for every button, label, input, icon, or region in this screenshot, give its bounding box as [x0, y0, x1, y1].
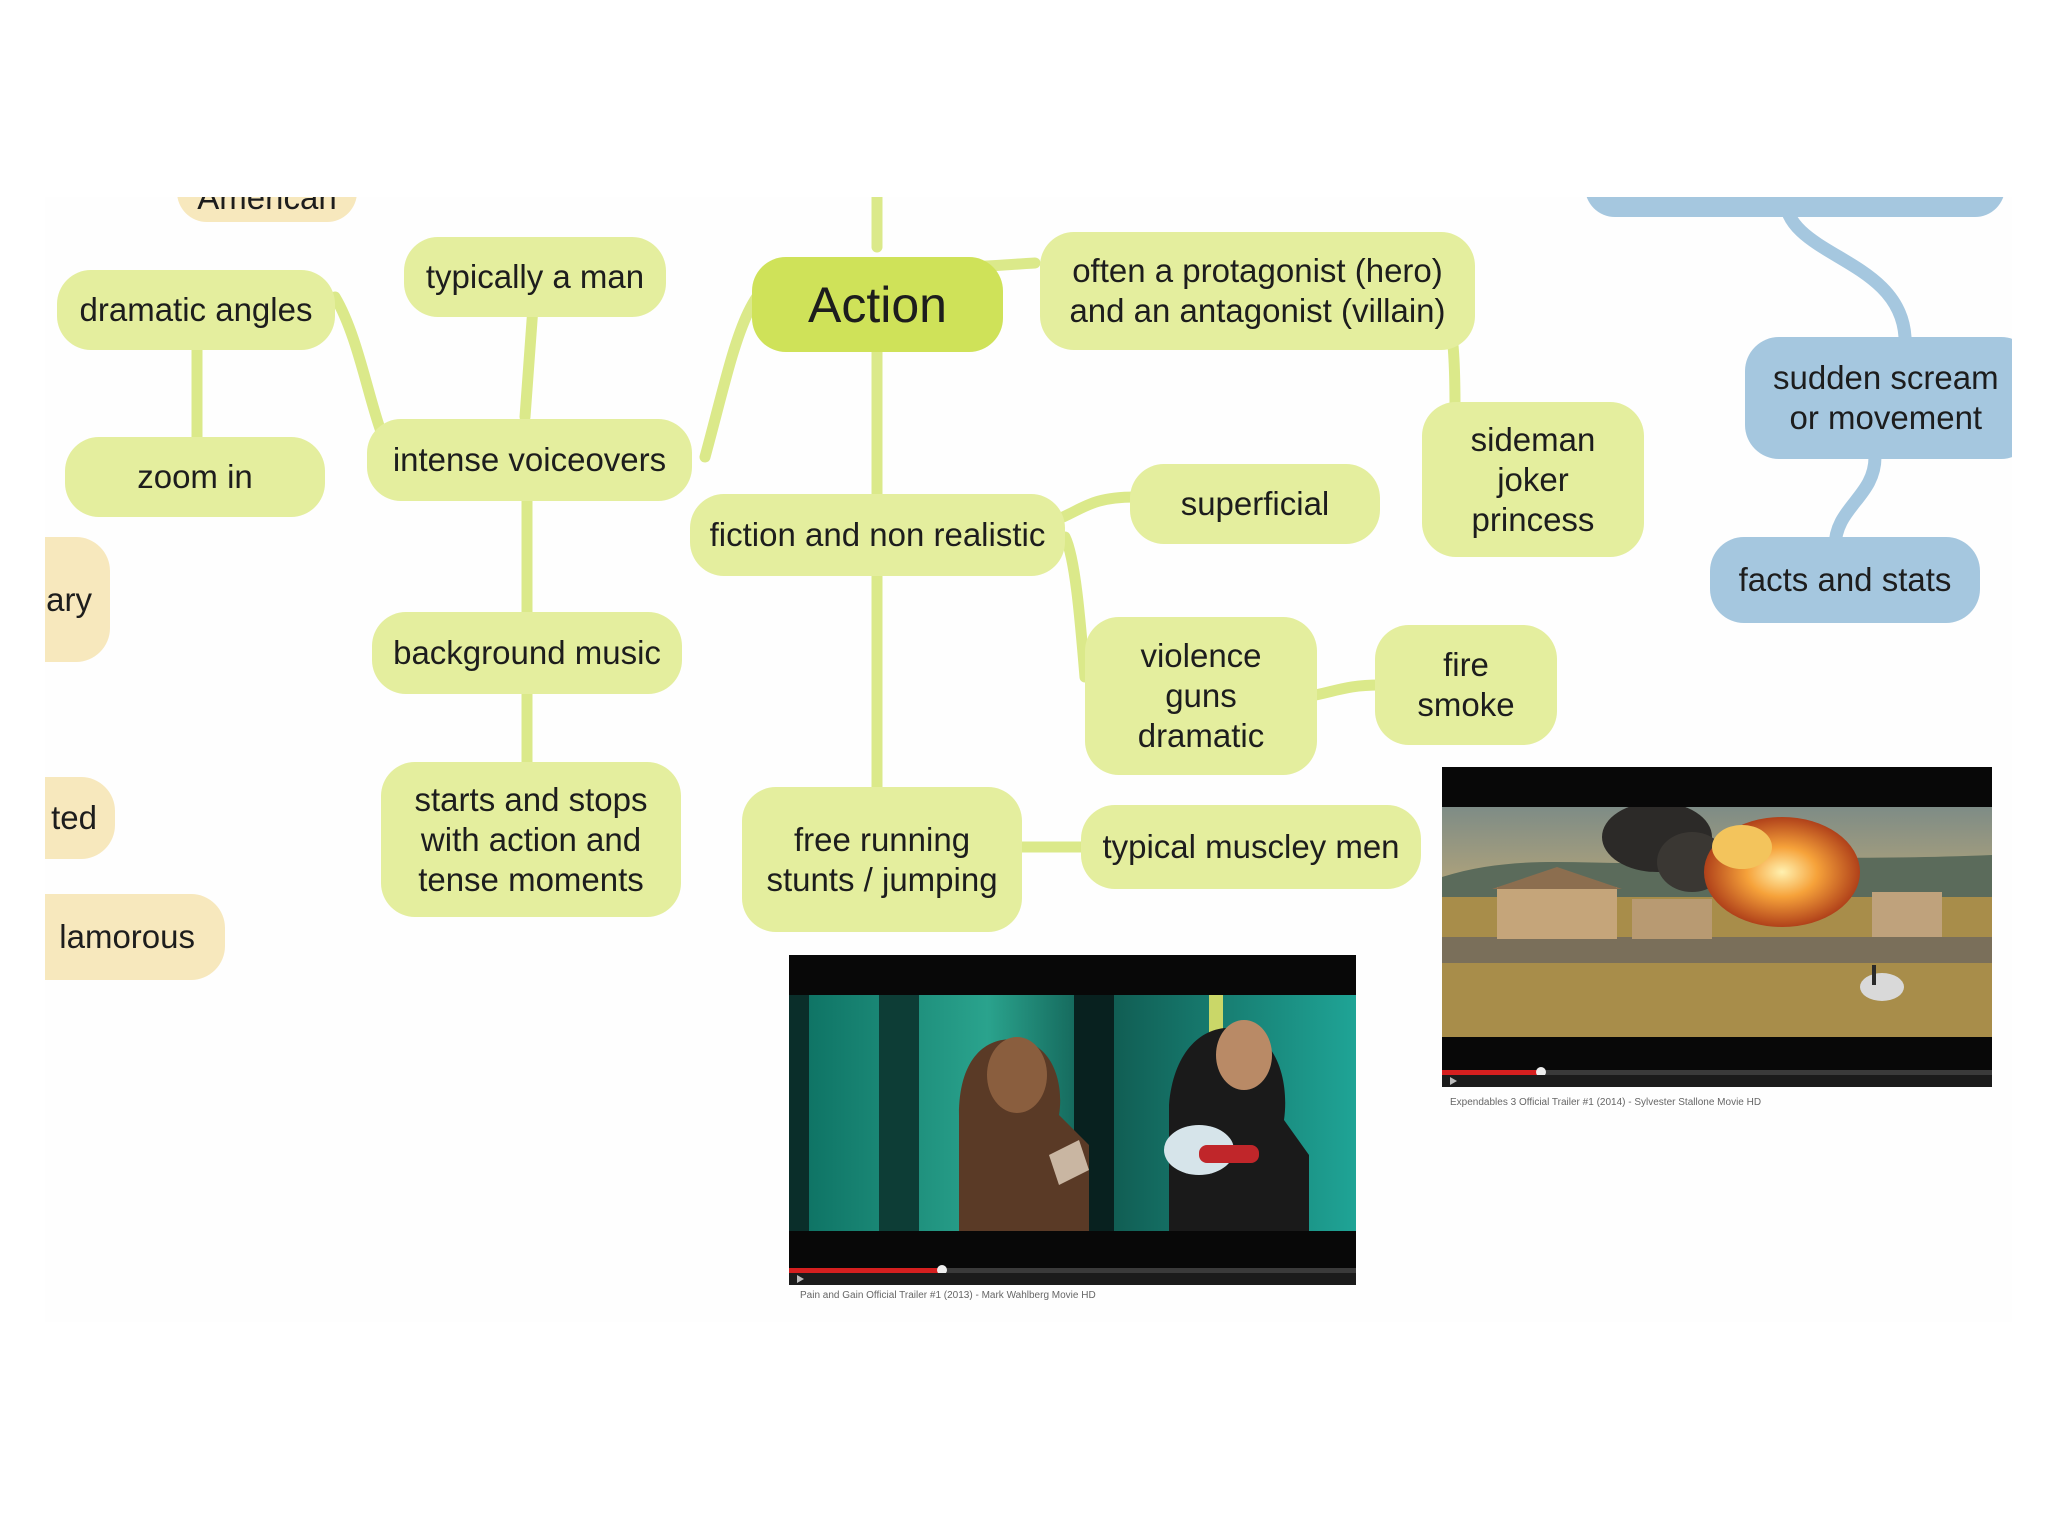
node-free-running-label: free running stunts / jumping [766, 820, 998, 898]
link-fiction-violence [1059, 531, 1091, 683]
node-ary-label: ary [46, 580, 92, 618]
video-progress-played-explosion [1442, 1070, 1541, 1075]
video-progress-knob-explosion[interactable] [1536, 1067, 1546, 1077]
training-scene-image [789, 995, 1356, 1231]
node-background-music[interactable]: background music [372, 612, 682, 694]
node-dramatic-angles-label: dramatic angles [79, 291, 313, 328]
video-progress-explosion[interactable] [1442, 1067, 1992, 1077]
node-fire-smoke[interactable]: fire smoke [1375, 625, 1557, 745]
node-typical-muscley-men-label: typical muscley men [1102, 828, 1400, 865]
mindmap-canvas: American ary ted lamorous sudden scream … [45, 197, 2012, 1322]
node-violence-guns-dramatic[interactable]: violence guns dramatic [1085, 617, 1317, 775]
video-explosion-scene[interactable] [1442, 767, 1992, 1087]
node-typically-a-man[interactable]: typically a man [404, 237, 666, 317]
node-sideman-joker-princess-label: sideman joker princess [1470, 420, 1596, 538]
node-sudden-scream[interactable]: sudden scream or movement [1745, 337, 2012, 459]
explosion-scene-image [1442, 807, 1992, 1037]
node-starts-and-stops-label: starts and stops with action and tense m… [414, 780, 648, 898]
video-progress-knob-training[interactable] [937, 1265, 948, 1275]
node-glamorous-partial[interactable]: lamorous [45, 894, 225, 980]
link-fiction-superficial [1057, 491, 1141, 523]
node-sudden-scream-label: sudden scream or movement [1773, 359, 1999, 436]
node-superficial[interactable]: superficial [1130, 464, 1380, 544]
node-dramatic-angles[interactable]: dramatic angles [57, 270, 335, 350]
node-background-music-label: background music [393, 634, 661, 671]
video-training-scene[interactable] [789, 955, 1356, 1285]
node-protagonist-antagonist-label: often a protagonist (hero) and an antago… [1069, 252, 1446, 329]
video-controls-training [789, 1273, 1356, 1285]
video-frame-explosion [1442, 807, 1992, 1037]
node-fiction-non-realistic[interactable]: fiction and non realistic [690, 494, 1065, 576]
node-intense-voiceovers-label: intense voiceovers [392, 441, 667, 478]
node-action-label: Action [808, 276, 947, 333]
node-intense-voiceovers[interactable]: intense voiceovers [367, 419, 692, 501]
node-starts-and-stops[interactable]: starts and stops with action and tense m… [381, 762, 681, 917]
node-violence-guns-dramatic-label: violence guns dramatic [1137, 637, 1265, 754]
link-blue-top-sudden [1778, 197, 1912, 344]
link-blue-sudden-facts [1828, 450, 1882, 554]
node-action-root[interactable]: Action [752, 257, 1003, 352]
node-american-label: American [197, 197, 337, 216]
node-blue-partial-top[interactable] [1585, 197, 2005, 217]
play-icon[interactable] [797, 1275, 804, 1283]
node-superficial-label: superficial [1180, 485, 1330, 522]
node-sideman-joker-princess[interactable]: sideman joker princess [1422, 402, 1644, 557]
node-ted-partial[interactable]: ted [45, 777, 115, 859]
video-progress-training[interactable] [789, 1265, 1356, 1275]
video-progress-played-training [789, 1268, 943, 1273]
play-icon[interactable] [1450, 1077, 1457, 1085]
node-typical-muscley-men[interactable]: typical muscley men [1081, 805, 1421, 889]
node-protagonist-antagonist[interactable]: often a protagonist (hero) and an antago… [1040, 232, 1475, 350]
node-free-running[interactable]: free running stunts / jumping [742, 787, 1022, 932]
video-controls-explosion [1442, 1075, 1992, 1087]
video-frame-training [789, 995, 1356, 1231]
link-voiceovers-typically [519, 301, 539, 423]
node-facts-and-stats[interactable]: facts and stats [1710, 537, 1980, 623]
node-typically-a-man-label: typically a man [425, 258, 645, 295]
node-fire-smoke-label: fire smoke [1417, 646, 1515, 723]
node-ted-label: ted [51, 799, 97, 836]
video-caption-training[interactable]: Pain and Gain Official Trailer #1 (2013)… [800, 1290, 1096, 1301]
node-glamorous-label: lamorous [59, 918, 195, 955]
node-american-partial[interactable]: American [177, 197, 357, 222]
node-fiction-non-realistic-label: fiction and non realistic [709, 516, 1046, 553]
node-zoom-in-label: zoom in [137, 458, 253, 495]
node-ary-partial[interactable]: ary [45, 537, 110, 662]
node-zoom-in[interactable]: zoom in [65, 437, 325, 517]
video-caption-explosion[interactable]: Expendables 3 Official Trailer #1 (2014)… [1450, 1097, 1762, 1108]
node-facts-and-stats-label: facts and stats [1738, 561, 1952, 598]
